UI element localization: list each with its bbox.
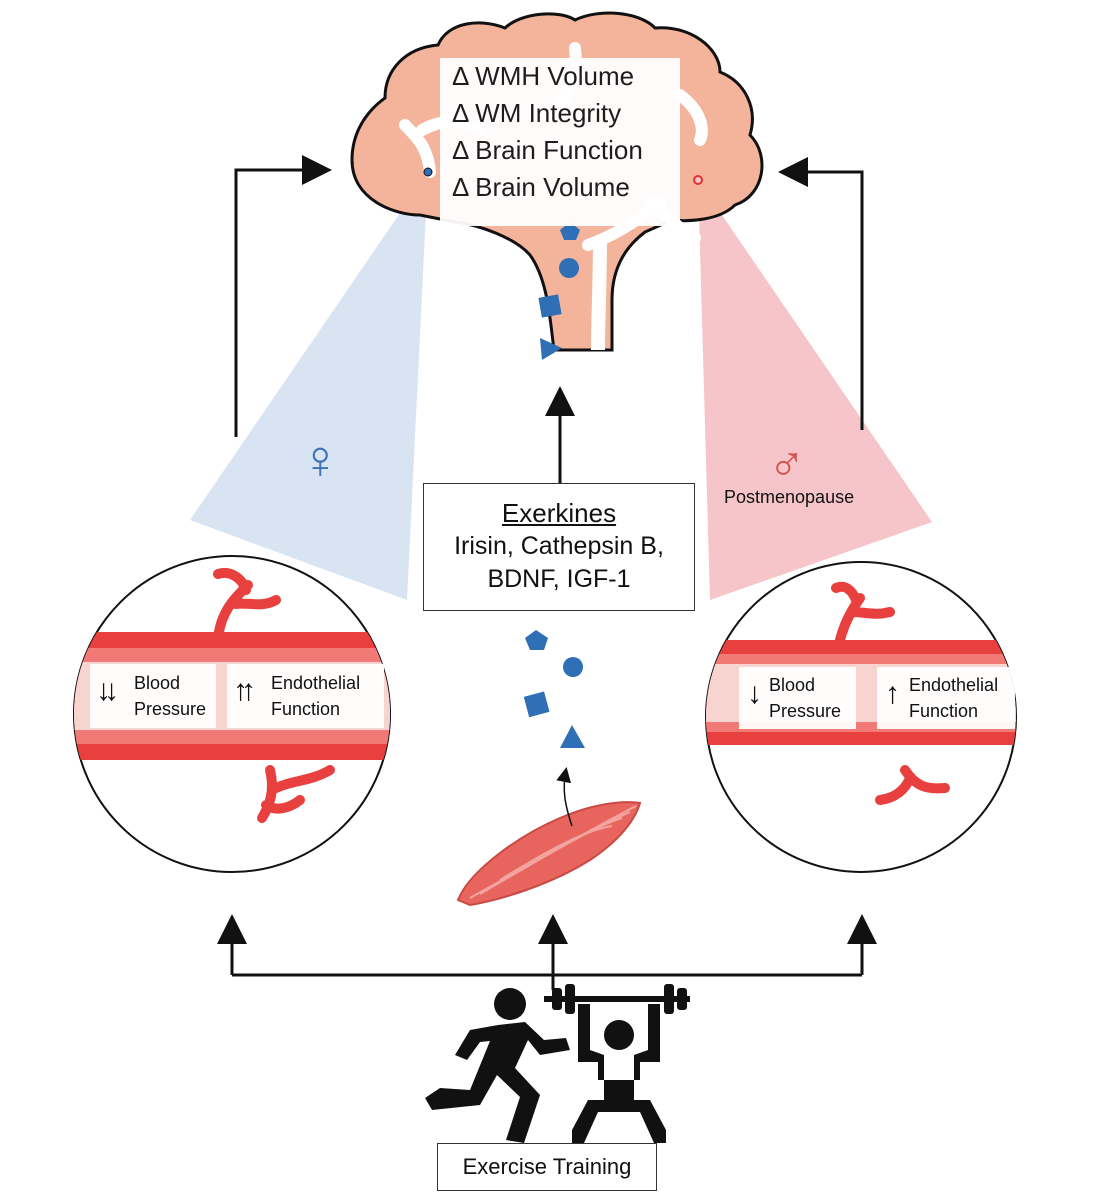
triangle-icon xyxy=(540,338,562,360)
female-endo-arrows: ↑↑ xyxy=(233,674,256,707)
female-bp-text-2: Pressure xyxy=(134,699,207,719)
muscle-icon xyxy=(456,767,642,907)
outcome-brain-function: Δ Brain Function xyxy=(452,135,643,165)
male-symbol-icon: ♂ xyxy=(768,436,806,492)
outcome-brain-volume: Δ Brain Volume xyxy=(452,172,630,202)
weightlifter-icon xyxy=(544,984,690,1143)
circle-icon xyxy=(563,657,583,677)
male-to-brain-arrow xyxy=(778,157,864,430)
outcome-wm-integrity: Δ WM Integrity xyxy=(452,98,622,128)
female-endo-label: ↑↑ Endothelial Function xyxy=(227,664,384,728)
pentagon-icon xyxy=(560,222,580,240)
female-symbol-icon: ♀ xyxy=(300,430,341,490)
runner-icon xyxy=(425,988,570,1143)
male-bp-arrows: ↓ xyxy=(747,677,762,710)
male-brain-point xyxy=(693,175,703,185)
postmenopause-label: Postmenopause xyxy=(724,487,855,507)
female-projection-wedge xyxy=(190,172,428,600)
female-bp-arrows: ↓↓ xyxy=(96,674,119,707)
male-bp-text-1: Blood xyxy=(769,675,816,695)
male-endo-label: ↑ Endothelial Function xyxy=(877,667,1015,729)
pentagon-icon xyxy=(525,630,548,650)
female-brain-point xyxy=(423,167,433,177)
exercise-training-box: Exercise Training xyxy=(437,1143,657,1191)
brain-outcomes-box: Δ WMH Volume Δ WM Integrity Δ Brain Func… xyxy=(440,58,680,226)
male-endo-text-1: Endothelial xyxy=(909,675,999,695)
male-bp-label: ↓ Blood Pressure xyxy=(739,667,856,729)
female-to-brain-arrow xyxy=(234,155,332,437)
square-icon xyxy=(538,294,562,318)
exerkines-line-1: Irisin, Cathepsin B, xyxy=(454,532,664,560)
female-endo-text-1: Endothelial xyxy=(271,673,361,693)
female-endo-text-2: Function xyxy=(271,699,341,719)
exerkines-line-2: BDNF, IGF-1 xyxy=(487,565,631,593)
outcome-wmh-volume: Δ WMH Volume xyxy=(452,61,635,91)
male-endo-text-2: Function xyxy=(909,701,979,721)
triangle-icon xyxy=(560,725,585,748)
female-bp-text-1: Blood xyxy=(134,673,181,693)
square-icon xyxy=(523,691,550,718)
exerkines-box: Exerkines Irisin, Cathepsin B, BDNF, IGF… xyxy=(423,483,695,611)
exerkines-title: Exerkines xyxy=(501,498,617,528)
male-projection-wedge xyxy=(698,180,932,600)
male-bp-text-2: Pressure xyxy=(769,701,842,721)
male-endo-arrows: ↑ xyxy=(885,677,900,710)
circle-icon xyxy=(559,258,579,278)
female-bp-label: ↓↓ Blood Pressure xyxy=(90,664,216,728)
